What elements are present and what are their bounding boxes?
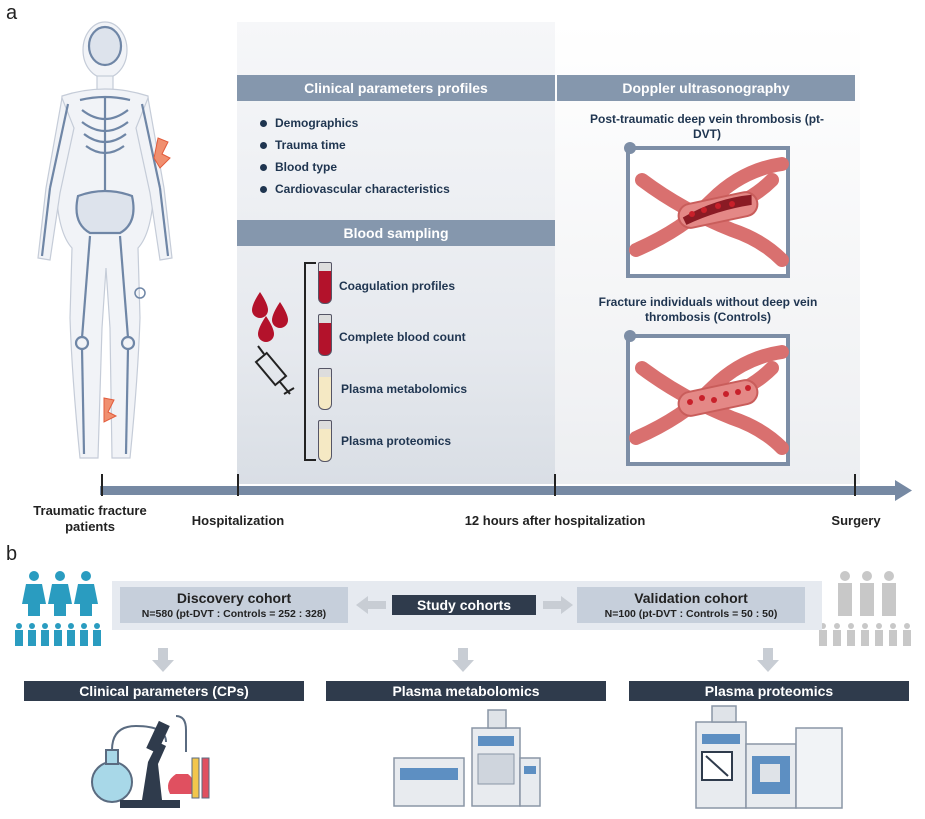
skeleton-figure-icon (37, 21, 173, 459)
thrombosis-vein-image (624, 142, 790, 278)
clinical-parameters-analysis: Clinical parameters (CPs) (24, 681, 304, 701)
discovery-cohort-detail: N=580 (pt-DVT : Controls = 252 : 328) (141, 608, 327, 620)
validation-cohort-title: Validation cohort (634, 590, 748, 606)
tube-label: Complete blood count (339, 330, 466, 344)
blood-sampling-header: Blood sampling (237, 220, 555, 246)
tube-row: Complete blood count (318, 314, 528, 360)
clinical-parameters-header: Clinical parameters profiles (237, 75, 555, 101)
plasma-proteomics-analysis: Plasma proteomics (629, 681, 909, 701)
tube-row: Plasma metabolomics (318, 368, 528, 414)
proteomics-instrument-icon (695, 705, 843, 809)
timeline-12h-label: 12 hours after hospitalization (464, 513, 646, 528)
blood-count-tube-icon (318, 314, 332, 356)
metabolomics-instrument-icon (393, 709, 541, 807)
clinical-item: Demographics (260, 112, 450, 134)
controls-caption: Fracture individuals without deep vein t… (598, 295, 818, 324)
clinical-parameters-list: Demographics Trauma time Blood type Card… (260, 112, 450, 200)
doppler-header: Doppler ultrasonography (557, 75, 855, 101)
tubes-bracket (304, 262, 316, 461)
plasma-metabolomics-analysis: Plasma metabolomics (326, 681, 606, 701)
study-cohorts-label: Study cohorts (392, 595, 536, 615)
normal-vein-image (624, 330, 790, 466)
discovery-cohort-box: Discovery cohort N=580 (pt-DVT : Control… (120, 587, 348, 623)
coagulation-tube-icon (318, 262, 332, 304)
blood-drops-syringe-icon (252, 292, 295, 395)
tube-row: Coagulation profiles (318, 262, 528, 308)
tube-label: Plasma proteomics (341, 434, 452, 448)
metabolomics-tube-icon (318, 368, 332, 410)
timeline-hospitalization-label: Hospitalization (191, 513, 285, 528)
clinical-item: Trauma time (260, 134, 450, 156)
timeline-arrow (100, 474, 912, 501)
dvt-caption: Post-traumatic deep vein thrombosis (pt-… (589, 112, 825, 141)
down-arrow-icon (452, 648, 474, 672)
proteomics-tube-icon (318, 420, 332, 462)
validation-people-icon (819, 571, 911, 646)
down-arrow-icon (757, 648, 779, 672)
left-arrow-icon (356, 596, 386, 614)
discovery-people-icon (15, 571, 101, 646)
discovery-cohort-title: Discovery cohort (176, 590, 292, 606)
tube-label: Plasma metabolomics (341, 382, 468, 396)
tube-label: Coagulation profiles (339, 279, 456, 293)
validation-cohort-detail: N=100 (pt-DVT : Controls = 50 : 50) (604, 608, 778, 620)
timeline-surgery-label: Surgery (831, 513, 881, 528)
down-arrow-icon (152, 648, 174, 672)
microscope-lab-icon (91, 715, 210, 808)
timeline-patients-label: Traumatic fracture patients (33, 503, 147, 534)
right-arrow-icon (543, 596, 573, 614)
tube-row: Plasma proteomics (318, 420, 528, 466)
clinical-item: Cardiovascular characteristics (260, 178, 450, 200)
clinical-item: Blood type (260, 156, 450, 178)
panel-label-b: b (6, 543, 18, 565)
validation-cohort-box: Validation cohort N=100 (pt-DVT : Contro… (577, 587, 805, 623)
panel-label-a: a (6, 2, 18, 24)
